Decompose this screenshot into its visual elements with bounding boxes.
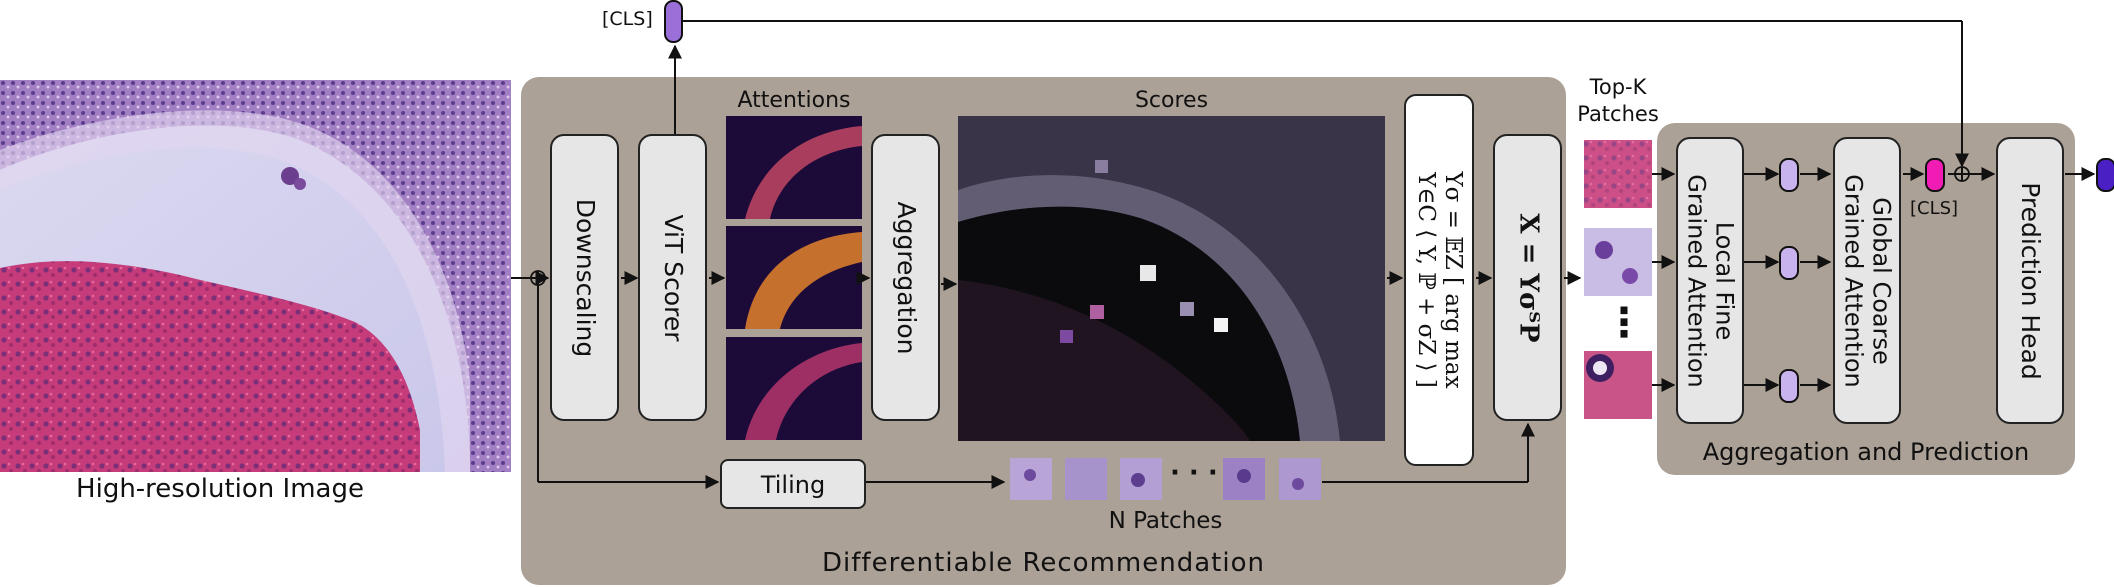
topk-title-line-2: Patches xyxy=(1577,102,1659,126)
scores-title: Scores xyxy=(1134,88,1209,113)
prediction-head-block: Prediction Head xyxy=(1996,137,2064,424)
arrows xyxy=(511,20,2096,489)
local-attention-label: Local Fine Grained Attention xyxy=(1682,173,1739,388)
aggregation-block: Aggregation xyxy=(871,134,940,421)
cls-token-right xyxy=(1925,158,1945,192)
downscaling-block: Downscaling xyxy=(550,134,619,421)
downscaling-label: Downscaling xyxy=(570,198,600,357)
n-patches-label: N Patches xyxy=(1108,508,1223,534)
local-attention-block: Local Fine Grained Attention xyxy=(1676,137,1744,424)
top-k-patch-images xyxy=(1584,140,1652,419)
prediction-head-label: Prediction Head xyxy=(2015,181,2045,380)
local-token-3 xyxy=(1779,369,1799,403)
image-caption: High-resolution Image xyxy=(76,474,364,504)
local-token-2 xyxy=(1779,246,1799,280)
tokens xyxy=(664,0,2114,403)
global-attention-line-2: Grained Attention xyxy=(1839,173,1867,388)
aggregation-label: Aggregation xyxy=(891,200,921,355)
vit-scorer-block: ViT Scorer xyxy=(638,134,707,421)
n-patch-images xyxy=(1010,458,1321,500)
topk-vdots: ⋮ xyxy=(1604,300,1644,346)
selection-block: X = YσᵀP xyxy=(1493,134,1562,421)
n-patches-ellipsis: · · · xyxy=(1170,458,1218,488)
perturbed-maximum-equation: Yσ = 𝔼Z [ arg max Y∈C ⟨ Y, ℙ + σZ ⟩ ] xyxy=(1412,171,1466,388)
perturbed-maximum-block: Yσ = 𝔼Z [ arg max Y∈C ⟨ Y, ℙ + σZ ⟩ ] xyxy=(1404,94,1474,466)
selection-equation: X = YσᵀP xyxy=(1512,212,1543,343)
equation-line-2: Y∈C ⟨ Y, ℙ + σZ ⟩ ] xyxy=(1413,172,1439,388)
left-panel-title: Differentiable Recommendation xyxy=(822,548,1265,578)
cls-token-top xyxy=(664,0,683,43)
high-resolution-image xyxy=(0,80,511,472)
global-attention-label: Global Coarse Grained Attention xyxy=(1839,173,1896,388)
global-attention-block: Global Coarse Grained Attention xyxy=(1833,137,1901,424)
topk-title: Top-K Patches xyxy=(1568,74,1668,128)
local-attention-line-1: Local Fine xyxy=(1710,221,1739,340)
cls-label-top: [CLS] xyxy=(602,8,653,30)
tiling-label: Tiling xyxy=(760,471,826,499)
local-token-1 xyxy=(1779,158,1799,192)
attentions-title: Attentions xyxy=(737,88,851,113)
tiling-block: Tiling xyxy=(720,459,866,509)
local-attention-line-2: Grained Attention xyxy=(1682,173,1710,388)
right-panel-title: Aggregation and Prediction xyxy=(1702,438,2030,466)
topk-title-line-1: Top-K xyxy=(1589,75,1647,99)
global-attention-line-1: Global Coarse xyxy=(1867,196,1896,365)
attention-maps xyxy=(726,116,862,440)
scores-map xyxy=(958,116,1385,441)
output-token xyxy=(2096,158,2114,192)
vit-scorer-label: ViT Scorer xyxy=(658,213,688,342)
equation-line-1: Yσ = 𝔼Z [ arg max xyxy=(1440,171,1467,389)
cls-label-right: [CLS] xyxy=(1910,198,1959,219)
